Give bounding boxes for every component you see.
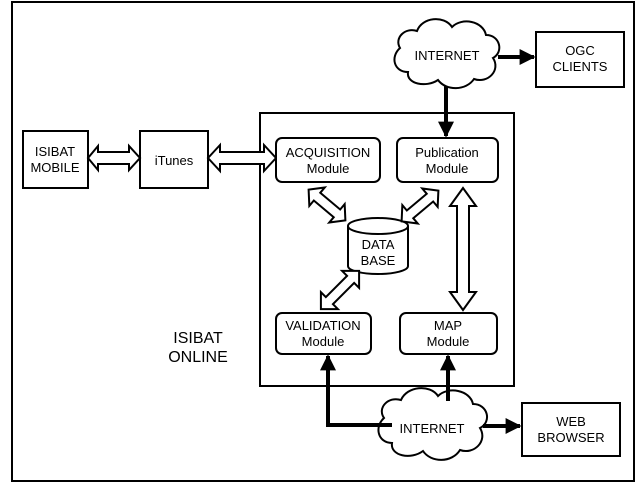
isibat-online-container [259,112,515,387]
publication-database-arrow [400,187,440,225]
isibat-mobile-label-2: MOBILE [30,160,79,175]
ogc-clients-label-2: CLIENTS [553,59,608,74]
outer-frame [11,1,635,482]
acquisition-module-node: ACQUISITION Module [275,137,381,183]
ogc-clients-label-1: OGC [565,43,595,58]
web-browser-label-1: WEB [556,414,586,429]
mobile-itunes-arrow [86,143,142,173]
validation-module-node: VALIDATION Module [275,312,372,355]
ogc-clients-node: OGC CLIENTS [535,31,625,88]
acquisition-database-arrow [307,186,347,224]
web-browser-label-2: BROWSER [537,430,604,445]
itunes-acquisition-arrow [206,142,278,174]
publication-map-arrow [448,186,478,312]
internet-bottom-label: INTERNET [400,421,465,436]
map-label-1: MAP [434,318,462,333]
map-label-2: Module [427,334,470,349]
database-label-1: DATA [362,237,395,252]
itunes-label: iTunes [155,153,194,168]
web-browser-node: WEB BROWSER [521,402,621,457]
publication-label-2: Module [426,161,469,176]
acquisition-label-2: Module [307,161,350,176]
internet-top-label: INTERNET [415,48,480,63]
itunes-node: iTunes [139,130,209,189]
isibat-online-label-1: ISIBAT [173,330,223,347]
validation-label-2: Module [302,334,345,349]
map-module-node: MAP Module [399,312,498,355]
internet-bottom-cloud: INTERNET [377,387,489,461]
isibat-mobile-node: ISIBAT MOBILE [22,130,89,189]
publication-module-node: Publication Module [396,137,499,183]
isibat-mobile-label-1: ISIBAT [35,144,75,159]
internet-top-cloud: INTERNET [393,18,501,90]
validation-label-1: VALIDATION [285,318,360,333]
publication-label-1: Publication [415,145,479,160]
isibat-online-label-2: ONLINE [168,349,228,366]
validation-database-arrow [319,269,361,311]
database-node: DATA BASE [347,217,409,275]
internet-to-validation-arrow [320,354,392,427]
database-label-2: BASE [361,253,396,268]
acquisition-label-1: ACQUISITION [286,145,371,160]
